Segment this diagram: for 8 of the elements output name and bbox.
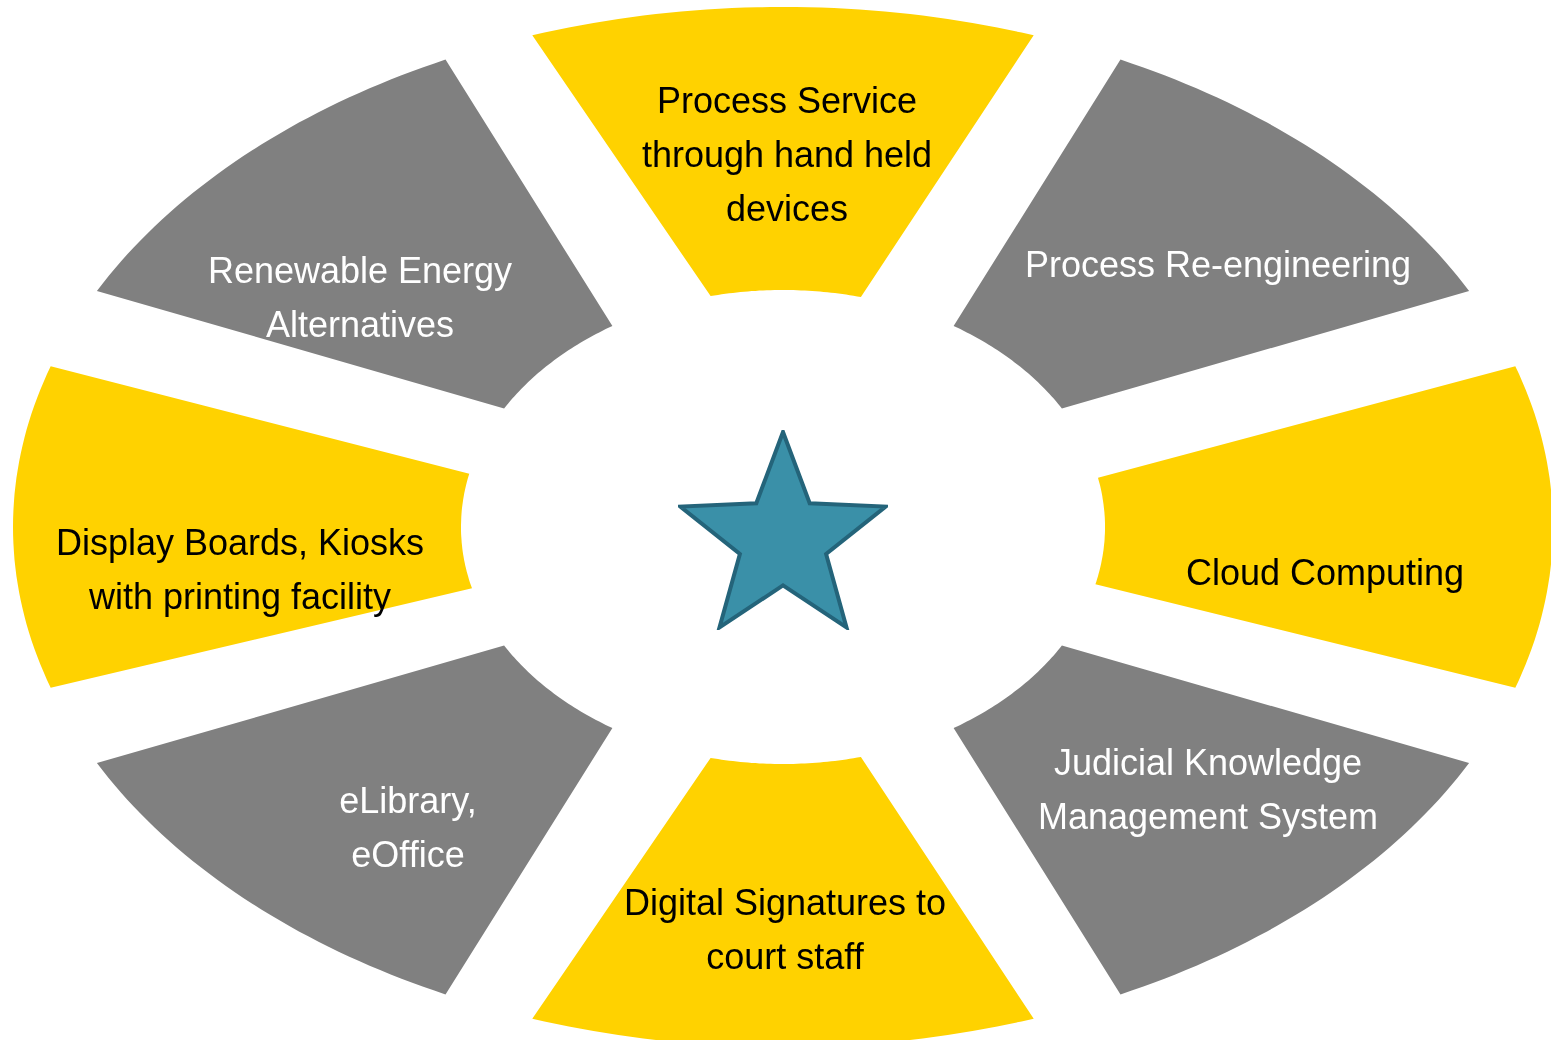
segment-label: Process Service through hand held devices <box>640 79 934 231</box>
segment-label: Display Boards, Kiosks with printing facility <box>54 521 426 619</box>
segment-label: eLibrary, eOffice <box>338 779 478 877</box>
segment-label: Judicial Knowledge Management System <box>1036 741 1380 839</box>
segment-label: Process Re-engineering <box>1023 243 1413 287</box>
segment-label: Renewable Energy Alternatives <box>206 249 514 347</box>
segment-label: Cloud Computing <box>1184 551 1466 595</box>
segment-label: Digital Signatures to court staff <box>622 881 948 979</box>
